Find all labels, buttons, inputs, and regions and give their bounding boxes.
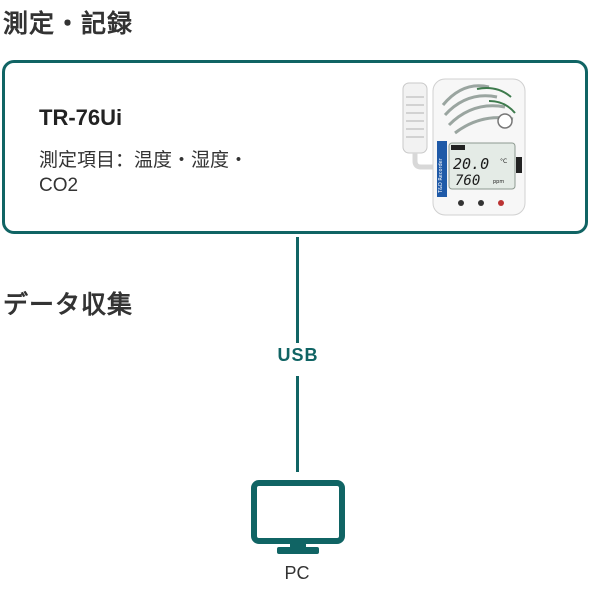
usb-connection-label: USB <box>277 345 319 365</box>
connection-line-upper <box>296 237 299 343</box>
svg-text:T&D Recorder: T&D Recorder <box>438 157 444 194</box>
measurement-items-line-1: 測定項目：温度・湿度・ <box>39 149 249 171</box>
monitor-icon <box>251 480 345 554</box>
display-reading-2: 760 <box>455 173 480 189</box>
connection-line-lower <box>296 376 299 472</box>
measurement-items-line-2: CO2 <box>39 175 79 196</box>
data-logger-device-icon: T&D Recorder 20.0 °C 760 ppm <box>402 78 526 216</box>
device-model-name: TR-76Ui <box>39 105 123 130</box>
display-reading-1: 20.0 <box>453 155 489 173</box>
section-title-collect: データ収集 <box>3 290 134 319</box>
pc-label: PC <box>284 563 310 583</box>
svg-text:°C: °C <box>500 158 507 165</box>
device-card: TR-76Ui 測定項目：温度・湿度・ CO2 <box>2 60 588 234</box>
section-title-measure: 測定・記録 <box>3 9 134 38</box>
svg-text:ppm: ppm <box>493 179 504 185</box>
